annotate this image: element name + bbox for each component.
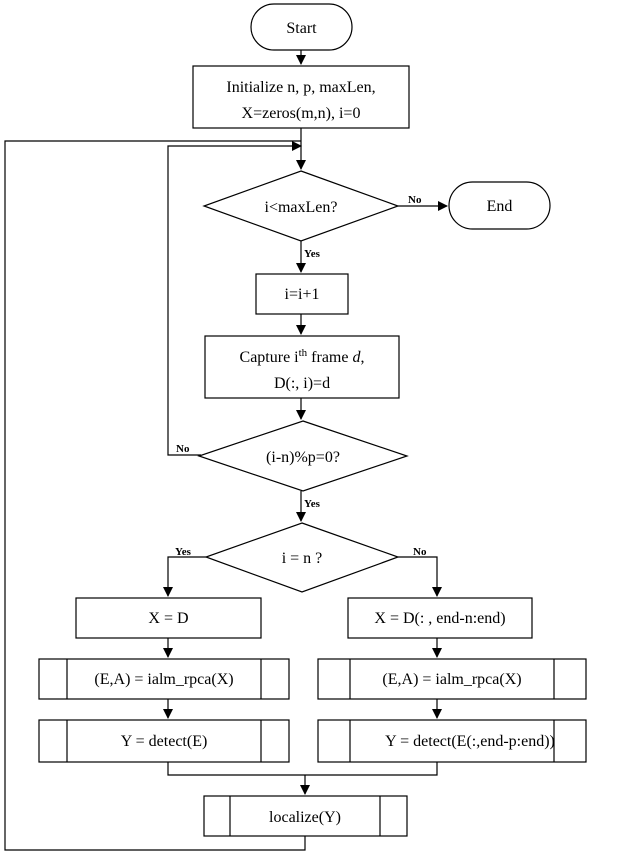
left-assign-box: X = D: [75, 597, 262, 639]
right-assign-box: X = D(: , end-n:end): [347, 597, 533, 639]
capture-line-1: Capture ith frame d,: [240, 347, 365, 366]
init-box: Initialize n, p, maxLen, X=zeros(m,n), i…: [192, 65, 410, 129]
right-assign-label: X = D(: , end-n:end): [374, 610, 505, 627]
start-label: Start: [286, 20, 317, 37]
right-rpca-label: (E,A) = ialm_rpca(X): [382, 671, 521, 688]
arrow-cond3-no: [398, 556, 442, 597]
left-rpca-box: (E,A) = ialm_rpca(X): [38, 658, 290, 700]
increment-box: i=i+1: [255, 273, 349, 315]
left-detect-label: Y = detect(E): [121, 733, 208, 750]
merge-line: [167, 762, 438, 776]
left-assign-label: X = D: [148, 610, 188, 627]
localize-box: localize(Y): [203, 795, 408, 837]
decision-equal: i = n ? Yes No: [175, 522, 427, 593]
localize-label: localize(Y): [269, 809, 341, 826]
decision-equal-no: No: [413, 546, 427, 558]
capture-box: Capture ith frame d, D(:, i)=d: [204, 335, 400, 399]
decision-period-label: (i-n)%p=0?: [266, 449, 340, 466]
right-detect-box: Y = detect(E(:,end-p:end)): [317, 719, 587, 763]
end-node: End: [448, 181, 551, 230]
decision-period: (i-n)%p=0? No Yes: [176, 420, 409, 510]
init-line-2: X=zeros(m,n), i=0: [242, 105, 361, 122]
connectors: [4, 50, 448, 851]
decision-period-no: No: [176, 443, 190, 455]
decision-maxlen-yes: Yes: [304, 248, 321, 260]
decision-maxlen-no: No: [408, 194, 422, 206]
outer-loop-back: [4, 140, 306, 851]
end-label: End: [487, 198, 513, 215]
arrow-cond3-yes: [163, 556, 206, 597]
left-rpca-label: (E,A) = ialm_rpca(X): [94, 671, 233, 688]
decision-equal-yes: Yes: [175, 546, 192, 558]
increment-label: i=i+1: [285, 286, 320, 303]
init-line-1: Initialize n, p, maxLen,: [226, 79, 375, 96]
right-rpca-box: (E,A) = ialm_rpca(X): [317, 658, 587, 700]
right-detect-label: Y = detect(E(:,end-p:end)): [385, 733, 555, 750]
left-detect-box: Y = detect(E): [38, 719, 290, 763]
capture-line-2: D(:, i)=d: [274, 375, 330, 392]
decision-equal-label: i = n ?: [282, 550, 323, 567]
decision-maxlen: i<maxLen? No Yes: [202, 170, 422, 260]
decision-maxlen-label: i<maxLen?: [265, 199, 338, 216]
decision-period-yes: Yes: [304, 498, 321, 510]
start-node: Start: [250, 3, 353, 51]
loop-back-no: [167, 141, 302, 456]
